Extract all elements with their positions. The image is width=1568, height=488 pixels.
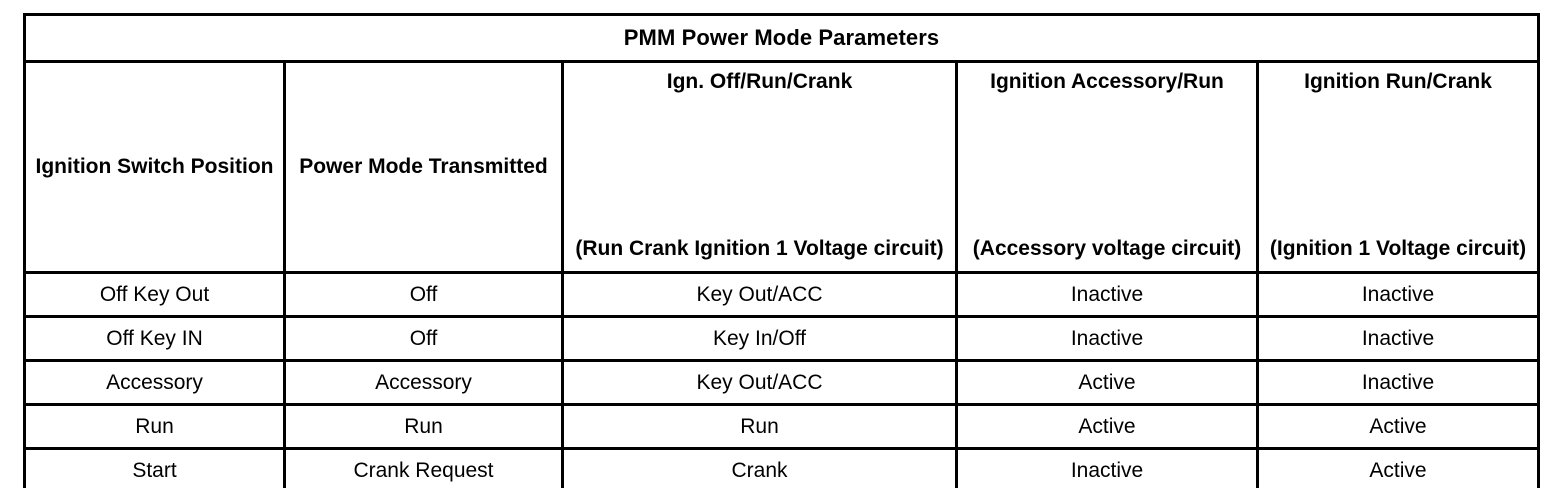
cell-ign-off-run-crank: Key Out/ACC	[561, 359, 958, 406]
cell-power-mode-transmitted: Run	[283, 403, 564, 450]
column-header-label: Ignition Switch Position	[35, 155, 274, 179]
cell-ignition-run-crank: Active	[1255, 447, 1541, 488]
column-header-note: (Run Crank Ignition 1 Voltage circuit)	[575, 237, 944, 261]
pmm-power-mode-parameters-table: PMM Power Mode Parameters Ignition Switc…	[22, 13, 1541, 488]
column-header-note: (Accessory voltage circuit)	[972, 237, 1242, 261]
pmm-table-container: PMM Power Mode Parameters Ignition Switc…	[22, 13, 1541, 488]
column-header-inner: Ign. Off/Run/Crank (Run Crank Ignition 1 …	[564, 66, 955, 268]
cell-ign-off-run-crank: Key In/Off	[561, 315, 958, 362]
cell-power-mode-transmitted: Crank Request	[283, 447, 564, 488]
column-header-inner: Ignition Accessory/Run (Accessory voltage…	[958, 66, 1256, 268]
cell-ignition-accessory-run: Inactive	[955, 447, 1259, 488]
table-header-row: Ignition Switch Position Power Mode Trans…	[23, 60, 1541, 274]
cell-ignition-run-crank: Inactive	[1255, 359, 1541, 406]
cell-ignition-accessory-run: Active	[955, 359, 1259, 406]
cell-ign-off-run-crank: Crank	[561, 447, 958, 488]
column-header-ignition-accessory-run: Ignition Accessory/Run (Accessory voltage…	[955, 60, 1259, 274]
cell-ignition-accessory-run: Inactive	[955, 315, 1259, 362]
column-header-note: (Ignition 1 Voltage circuit)	[1269, 237, 1527, 261]
column-header-ign-off-run-crank: Ign. Off/Run/Crank (Run Crank Ignition 1 …	[561, 60, 958, 274]
column-header-power-mode-transmitted: Power Mode Transmitted	[283, 60, 564, 274]
cell-power-mode-transmitted: Accessory	[283, 359, 564, 406]
cell-ignition-switch-position: Off Key Out	[23, 271, 286, 318]
cell-ignition-accessory-run: Inactive	[955, 271, 1259, 318]
cell-ignition-run-crank: Active	[1255, 403, 1541, 450]
column-header-label: Ignition Accessory/Run	[990, 70, 1224, 93]
cell-ign-off-run-crank: Key Out/ACC	[561, 271, 958, 318]
table-title-row: PMM Power Mode Parameters	[22, 13, 1541, 63]
column-header-inner: Ignition Run/Crank (Ignition 1 Voltage ci…	[1259, 66, 1537, 268]
cell-ignition-switch-position: Run	[23, 403, 286, 450]
column-header-label: Ign. Off/Run/Crank	[666, 70, 853, 93]
column-header-label: Power Mode Transmitted	[299, 155, 548, 179]
cell-ignition-switch-position: Off Key IN	[23, 315, 286, 362]
cell-ignition-accessory-run: Active	[955, 403, 1259, 450]
table-body: PMM Power Mode Parameters Ignition Switc…	[22, 13, 1541, 488]
cell-power-mode-transmitted: Off	[283, 315, 564, 362]
cell-power-mode-transmitted: Off	[283, 271, 564, 318]
cell-ignition-switch-position: Accessory	[23, 359, 286, 406]
column-header-ignition-switch-position: Ignition Switch Position	[23, 60, 286, 274]
cell-ignition-run-crank: Inactive	[1255, 315, 1541, 362]
cell-ignition-switch-position: Start	[23, 447, 286, 488]
cell-ign-off-run-crank: Run	[561, 403, 958, 450]
table-title: PMM Power Mode Parameters	[22, 13, 1541, 63]
cell-ignition-run-crank: Inactive	[1255, 271, 1541, 318]
column-header-label: Ignition Run/Crank	[1304, 70, 1492, 93]
column-header-ignition-run-crank: Ignition Run/Crank (Ignition 1 Voltage ci…	[1255, 60, 1541, 274]
